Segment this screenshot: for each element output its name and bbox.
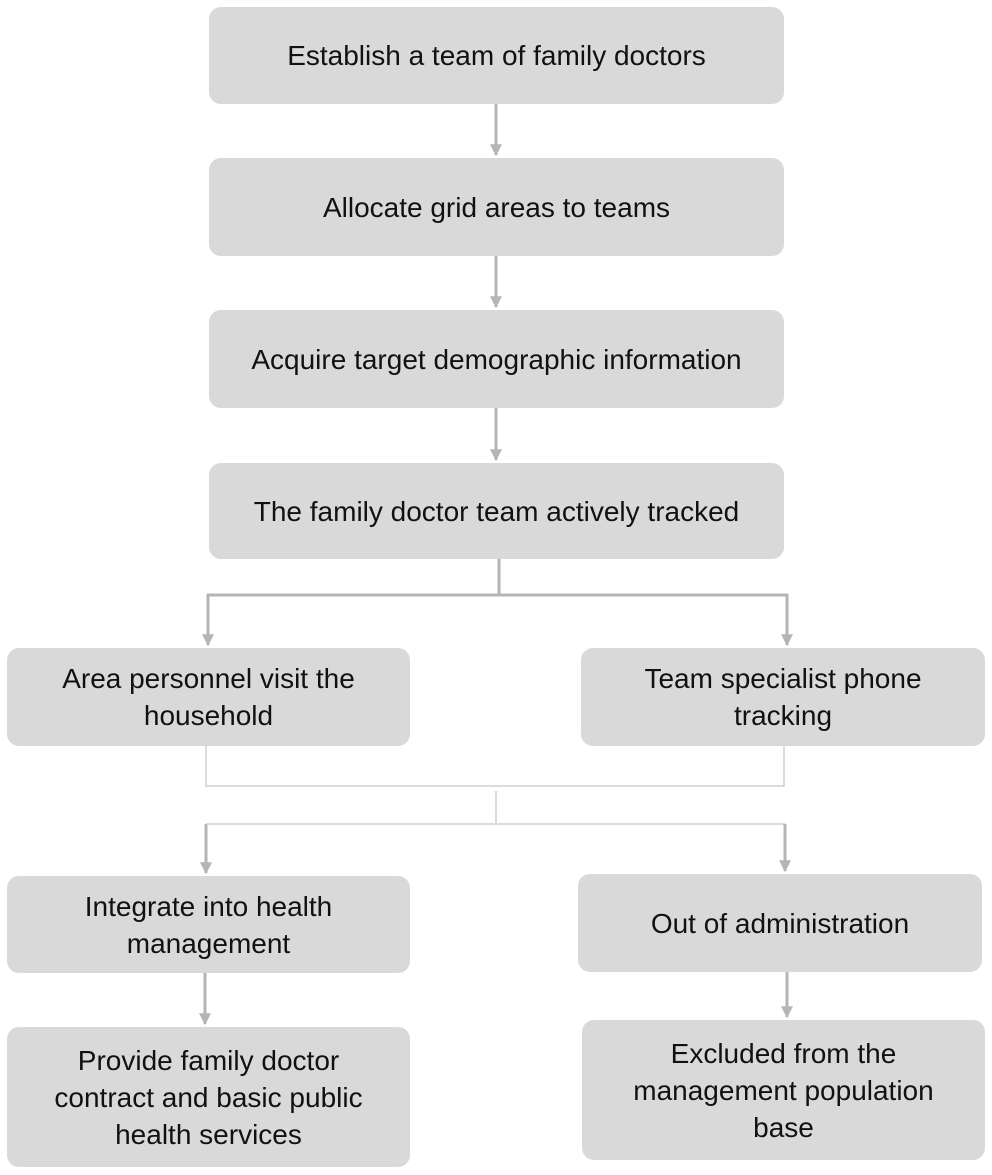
node-allocate-grid-areas: Allocate grid areas to teams <box>209 158 784 256</box>
node-integrate-health-management: Integrate into health management <box>7 876 410 973</box>
node-out-of-administration: Out of administration <box>578 874 982 972</box>
node-acquire-demographic-info: Acquire target demographic information <box>209 310 784 408</box>
node-excluded-from-base: Excluded from the management population … <box>582 1020 985 1160</box>
node-phone-tracking: Team specialist phone tracking <box>581 648 985 746</box>
node-provide-contract-services: Provide family doctor contract and basic… <box>7 1027 410 1167</box>
node-team-actively-tracked: The family doctor team actively tracked <box>209 463 784 559</box>
node-establish-team: Establish a team of family doctors <box>209 7 784 104</box>
node-area-personnel-visit: Area personnel visit the household <box>7 648 410 746</box>
